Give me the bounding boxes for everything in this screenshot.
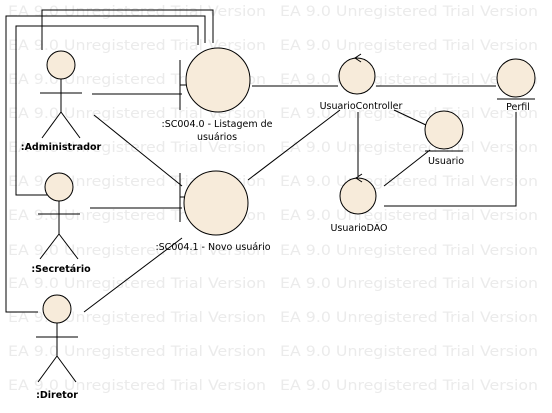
link-admin-novo	[93, 114, 183, 187]
watermark-text: EA 9.0 Unregistered Trial Version	[8, 106, 266, 122]
boundary-listagem-circle	[185, 47, 251, 113]
control-usuario-controller[interactable]: UsuarioController	[320, 53, 403, 112]
link-diretor-novo	[83, 237, 183, 313]
boundary-novo-label: :SC004.1 - Novo usuário	[155, 242, 270, 253]
connectors	[5, 9, 517, 313]
watermark-text: EA 9.0 Unregistered Trial Version	[280, 4, 538, 20]
watermark-layer: EA 9.0 Unregistered Trial Version EA 9.0 …	[8, 4, 538, 394]
watermark-text: EA 9.0 Unregistered Trial Version	[8, 38, 266, 54]
link-admin-listagem-outer	[41, 9, 214, 50]
boundary-listagem-label-2: usuários	[197, 132, 237, 143]
link-diretor-listagem	[5, 15, 206, 313]
actor-secretario-head	[44, 172, 74, 202]
actor-secretario-leg-right	[58, 233, 79, 260]
link-secretario-listagem	[15, 25, 199, 196]
watermark-text: EA 9.0 Unregistered Trial Version	[280, 174, 538, 190]
watermark-text: EA 9.0 Unregistered Trial Version	[280, 310, 538, 326]
actor-administrador[interactable]: :Administrador	[21, 50, 102, 153]
actor-administrador-leg-right	[60, 111, 81, 139]
control-arrow-icon	[354, 53, 362, 63]
actor-secretario-label: :Secretário	[31, 264, 91, 275]
boundary-novo-circle	[183, 170, 249, 236]
entity-usuario-label: Usuario	[428, 156, 464, 167]
watermark-text: EA 9.0 Unregistered Trial Version	[280, 243, 538, 259]
watermark-text: EA 9.0 Unregistered Trial Version	[8, 4, 266, 20]
link-controller-usuario	[393, 109, 429, 127]
watermark-text: EA 9.0 Unregistered Trial Version	[8, 243, 266, 259]
entity-usuario[interactable]: Usuario	[424, 110, 464, 167]
entity-perfil[interactable]: Perfil	[496, 58, 536, 113]
watermark-text: EA 9.0 Unregistered Trial Version	[8, 140, 266, 156]
actor-administrador-head	[46, 50, 76, 80]
watermark-text: EA 9.0 Unregistered Trial Version	[280, 140, 538, 156]
watermark-text: EA 9.0 Unregistered Trial Version	[8, 344, 266, 360]
link-dao-usuario	[383, 149, 431, 187]
actor-diretor-label: :Diretor	[36, 390, 78, 401]
actor-diretor-head	[42, 294, 72, 324]
control-usuario-dao-circle	[339, 177, 377, 215]
actor-diretor[interactable]: :Diretor	[36, 294, 78, 401]
boundary-listagem[interactable]: :SC004.0 - Listagem de usuários	[162, 47, 273, 143]
watermark-text: EA 9.0 Unregistered Trial Version	[8, 276, 266, 292]
actor-secretario-leg-left	[39, 233, 60, 260]
control-arrow-icon	[355, 173, 363, 183]
control-usuario-dao[interactable]: UsuarioDAO	[330, 173, 388, 234]
watermark-text: EA 9.0 Unregistered Trial Version	[280, 106, 538, 122]
actor-administrador-leg-left	[41, 111, 62, 139]
actor-secretario[interactable]: :Secretário	[31, 172, 91, 275]
watermark-text: EA 9.0 Unregistered Trial Version	[280, 378, 538, 394]
actor-administrador-label: :Administrador	[21, 142, 102, 153]
entity-perfil-label: Perfil	[506, 102, 530, 113]
actor-diretor-leg-left	[37, 355, 58, 383]
watermark-text: EA 9.0 Unregistered Trial Version	[8, 378, 266, 394]
watermark-text: EA 9.0 Unregistered Trial Version	[280, 208, 538, 224]
boundary-novo-usuario[interactable]: :SC004.1 - Novo usuário	[155, 170, 271, 253]
link-novo-controller	[247, 109, 341, 181]
watermark-text: EA 9.0 Unregistered Trial Version	[280, 276, 538, 292]
boundary-listagem-label-1: :SC004.0 - Listagem de	[162, 119, 273, 130]
entity-usuario-circle	[424, 110, 464, 150]
link-dao-perfil	[384, 112, 517, 207]
actor-diretor-leg-right	[56, 355, 77, 383]
entity-perfil-circle	[496, 58, 536, 98]
control-usuario-controller-circle	[338, 57, 376, 95]
control-usuario-dao-label: UsuarioDAO	[330, 223, 387, 234]
watermark-text: EA 9.0 Unregistered Trial Version	[280, 344, 538, 360]
watermark-text: EA 9.0 Unregistered Trial Version	[8, 310, 266, 326]
watermark-text: EA 9.0 Unregistered Trial Version	[280, 38, 538, 54]
control-usuario-controller-label: UsuarioController	[320, 101, 403, 112]
